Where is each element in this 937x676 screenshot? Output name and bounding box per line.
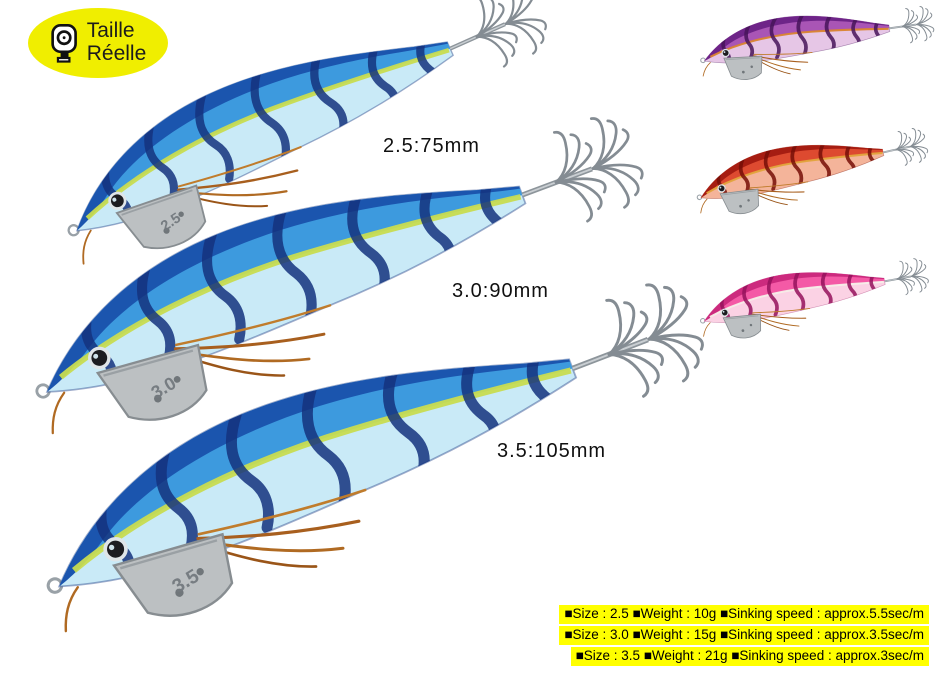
spec-row-3.5: ■Size : 3.5 ■Weight : 21g ■Sinking speed… xyxy=(570,647,929,666)
size-label-3.0: 3.0:90mm xyxy=(452,280,549,302)
actual-size-badge: Taille Réelle xyxy=(28,8,168,78)
size-label-2.5: 2.5:75mm xyxy=(383,135,480,157)
lure-variant-pink xyxy=(693,239,937,350)
spec-table: ■Size : 2.5 ■Weight : 10g ■Sinking speed… xyxy=(559,605,929,666)
lure-photo-size-2.5: 2.5 xyxy=(31,0,576,291)
spec-row-2.5: ■Size : 2.5 ■Weight : 10g ■Sinking speed… xyxy=(559,605,929,625)
lure-variant-red xyxy=(688,108,937,226)
badge-line-2: Réelle xyxy=(86,42,147,65)
lure-variant-purple xyxy=(694,0,937,89)
actual-size-badge-text: Taille Réelle xyxy=(87,20,147,65)
measuring-tape-icon xyxy=(51,24,77,63)
lure-photo-size-3.5: 3.5 xyxy=(3,220,739,668)
badge-line-1: Taille xyxy=(86,19,135,43)
size-label-3.5: 3.5:105mm xyxy=(497,440,607,462)
lure-photo-size-3.0: 3.0 xyxy=(0,59,676,468)
spec-row-3.0: ■Size : 3.0 ■Weight : 15g ■Sinking speed… xyxy=(559,626,929,646)
